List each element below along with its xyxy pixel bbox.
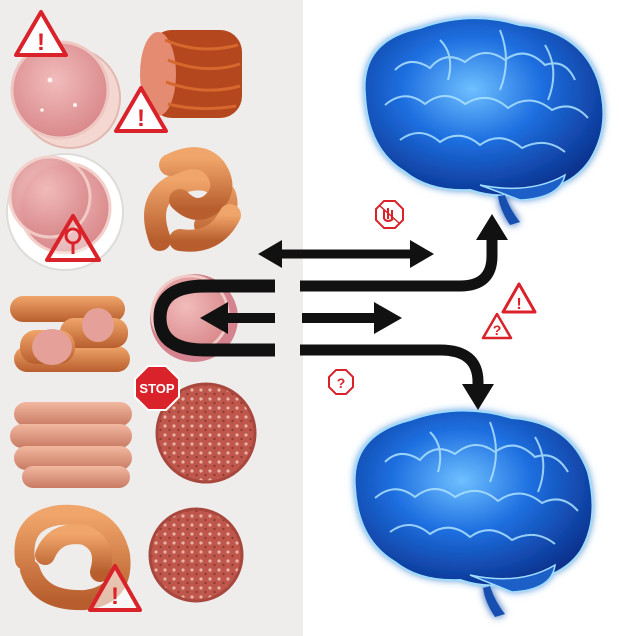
warning-triangle-icon: ! (501, 282, 537, 314)
question-text: ? (493, 322, 502, 338)
exclamation-text: ! (111, 583, 119, 610)
exclamation-text: ! (37, 29, 45, 56)
warning-triangle-icon: ! (88, 564, 142, 612)
u-turn-arrow (153, 279, 275, 357)
double-arrow-top (258, 240, 434, 268)
warning-triangle-icon: ? (481, 312, 513, 340)
stop-label: STOP (139, 381, 174, 396)
frankfurters (10, 402, 132, 488)
ham-plate (6, 153, 124, 271)
patty-bottom (148, 507, 244, 603)
brain-bottom (353, 409, 594, 617)
patty-top (155, 382, 257, 484)
sausage-stack (10, 296, 130, 372)
ham-slices-top (10, 40, 121, 149)
warning-triangle-icon: ! (14, 10, 68, 57)
exclamation-text: ! (137, 105, 145, 132)
arrow-to-top-brain (300, 214, 508, 292)
warning-triangle-icon: ! (114, 86, 168, 133)
arrow-right-middle (302, 302, 402, 334)
arrow-to-bottom-brain (300, 344, 494, 410)
question-badge-icon: ? (328, 369, 354, 395)
warning-triangle-icon (45, 214, 101, 262)
bologna-chunk (140, 30, 242, 118)
exclamation-text: ! (516, 296, 521, 313)
question-text: ? (337, 375, 346, 391)
sausage-ring (14, 504, 131, 611)
stop-sign-icon: STOP (134, 365, 180, 411)
coiled-sausage (144, 147, 241, 252)
brain-top (363, 17, 605, 225)
no-hand-icon (375, 200, 404, 229)
